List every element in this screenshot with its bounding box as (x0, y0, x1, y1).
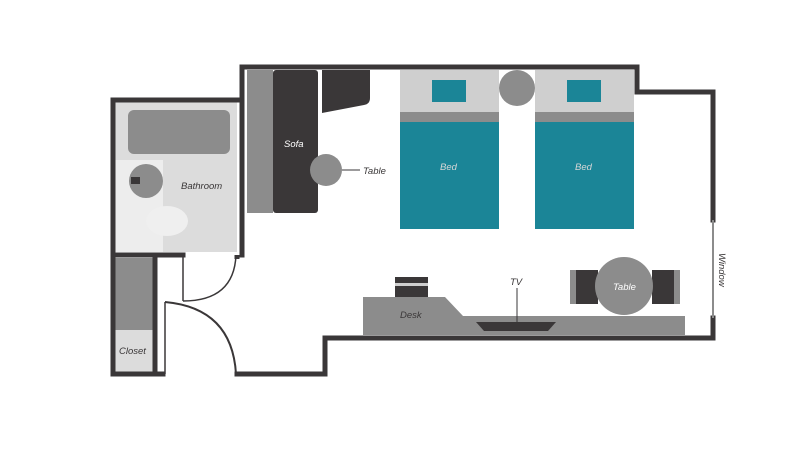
bed-left-label: Bed (440, 162, 458, 173)
dining-chair-right-back (674, 270, 680, 304)
window-label: Window (716, 253, 727, 288)
nightstand (499, 70, 535, 106)
bed-right-label: Bed (575, 162, 593, 173)
desk-chair (395, 277, 428, 297)
walls (110, 64, 716, 377)
sofa (273, 70, 318, 213)
sofa-arm (247, 70, 273, 213)
desk-label: Desk (400, 310, 423, 321)
tv (476, 322, 556, 331)
desk (363, 297, 685, 335)
dining-table-label: Table (613, 282, 636, 293)
bed-left (400, 70, 499, 229)
desk-chair-seat (395, 283, 428, 286)
tv-label: TV (510, 277, 524, 288)
closet-floor (115, 330, 153, 372)
closet-label: Closet (119, 346, 146, 357)
sink-faucet-icon (131, 177, 140, 184)
armchair (322, 70, 370, 113)
bathroom-label: Bathroom (181, 181, 222, 192)
sink (129, 164, 163, 198)
pillow-left (432, 80, 466, 102)
toilet (146, 206, 188, 236)
bathroom-door (182, 254, 237, 302)
dining-chair-left-back (570, 270, 576, 304)
entry-door (164, 301, 237, 375)
bed-right (535, 70, 634, 229)
side-table-label: Table (363, 166, 386, 177)
pillow-right (567, 80, 601, 102)
side-table (310, 154, 342, 186)
sofa-label: Sofa (284, 139, 304, 150)
bathtub (128, 110, 230, 154)
closet-rail (115, 258, 153, 330)
dining-table (595, 257, 653, 315)
